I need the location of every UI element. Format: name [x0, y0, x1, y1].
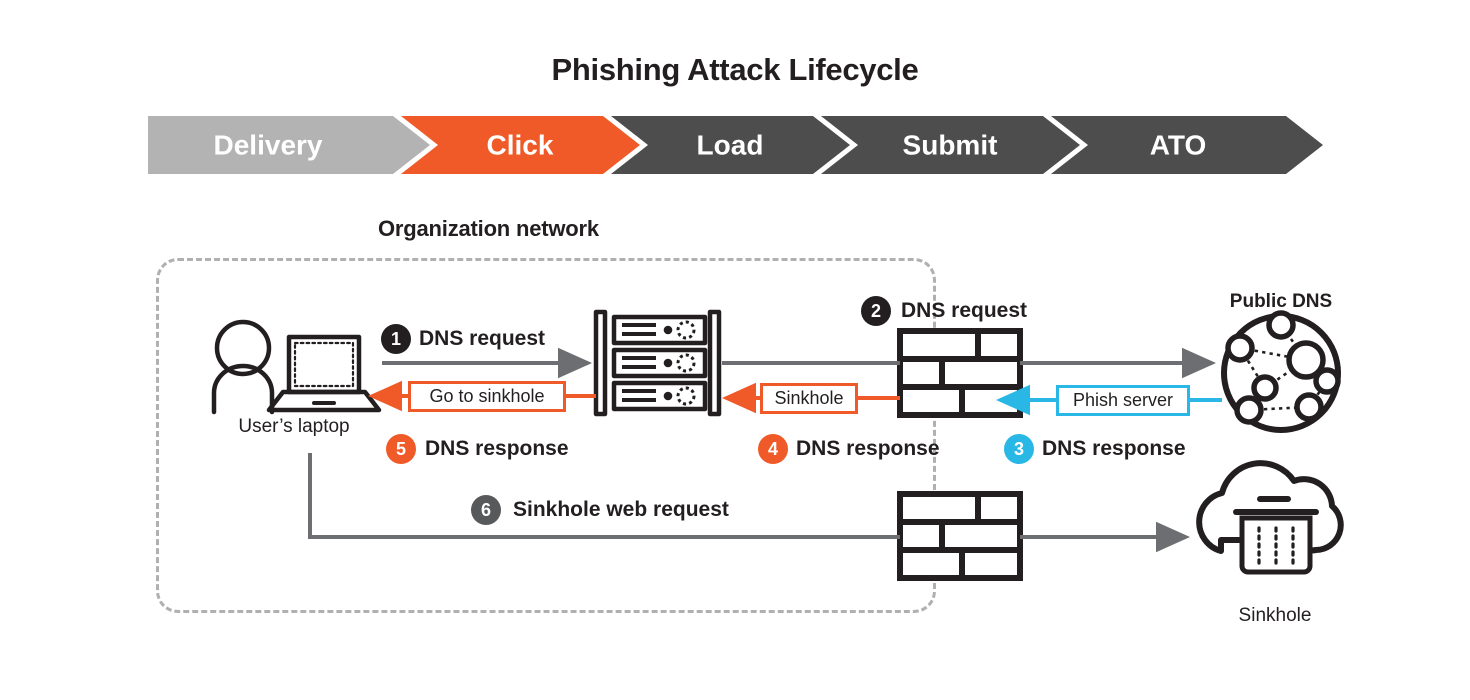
firewall-brick-icon-top — [897, 328, 1023, 418]
step-label-6: Sinkhole web request — [513, 498, 729, 521]
server-rack-icon — [593, 309, 722, 417]
node-label-public-dns: Public DNS — [1229, 291, 1333, 312]
step-badge-4: 4 — [758, 434, 788, 464]
stage-label: ATO — [1150, 130, 1207, 161]
organization-network-boundary — [156, 258, 936, 613]
stage-click[interactable]: Click — [401, 116, 640, 174]
flow-label-text: Go to sinkhole — [429, 386, 545, 406]
step-label-1: DNS request — [419, 327, 546, 350]
stage-delivery[interactable]: Delivery — [148, 116, 430, 174]
lifecycle-banner-svg: Delivery Click Load Submit ATO — [148, 116, 1323, 174]
step-badge-2: 2 — [861, 296, 891, 326]
page-title: Phishing Attack Lifecycle — [551, 52, 919, 87]
step-badge-6: 6 — [471, 495, 501, 525]
arrow-step-6 — [308, 453, 900, 539]
step-label-3: DNS response — [1042, 437, 1186, 460]
step-badge-1: 1 — [381, 324, 411, 354]
stage-load[interactable]: Load — [611, 116, 850, 174]
step-label-4: DNS response — [796, 437, 940, 460]
node-label-user-laptop: User’s laptop — [238, 416, 350, 437]
flow-label-text: Sinkhole — [774, 388, 844, 408]
stage-label: Load — [697, 130, 764, 161]
step-badge-3: 3 — [1004, 434, 1034, 464]
firewall-brick-icon-bottom — [897, 491, 1023, 581]
stage-label: Delivery — [214, 130, 323, 161]
flow-label-go-to-sinkhole: Go to sinkhole — [408, 381, 566, 412]
stage-label: Click — [487, 130, 554, 161]
network-boundary-label: Organization network — [378, 216, 599, 241]
flow-label-text: Phish server — [1072, 390, 1174, 410]
flow-label-phish-server: Phish server — [1056, 385, 1190, 416]
flow-label-sinkhole: Sinkhole — [760, 383, 858, 414]
stage-ato[interactable]: ATO — [1051, 116, 1323, 174]
dns-network-globe-icon — [1221, 310, 1341, 433]
stage-submit[interactable]: Submit — [821, 116, 1080, 174]
lifecycle-banner: Delivery Click Load Submit ATO — [148, 116, 1323, 174]
cloud-trash-icon — [1196, 460, 1344, 575]
step-label-5: DNS response — [425, 437, 569, 460]
step-label-2: DNS request — [901, 299, 1028, 322]
node-label-sinkhole: Sinkhole — [1238, 605, 1312, 626]
stage-label: Submit — [903, 130, 998, 161]
user-laptop-icon — [211, 319, 382, 415]
step-badge-5: 5 — [386, 434, 416, 464]
